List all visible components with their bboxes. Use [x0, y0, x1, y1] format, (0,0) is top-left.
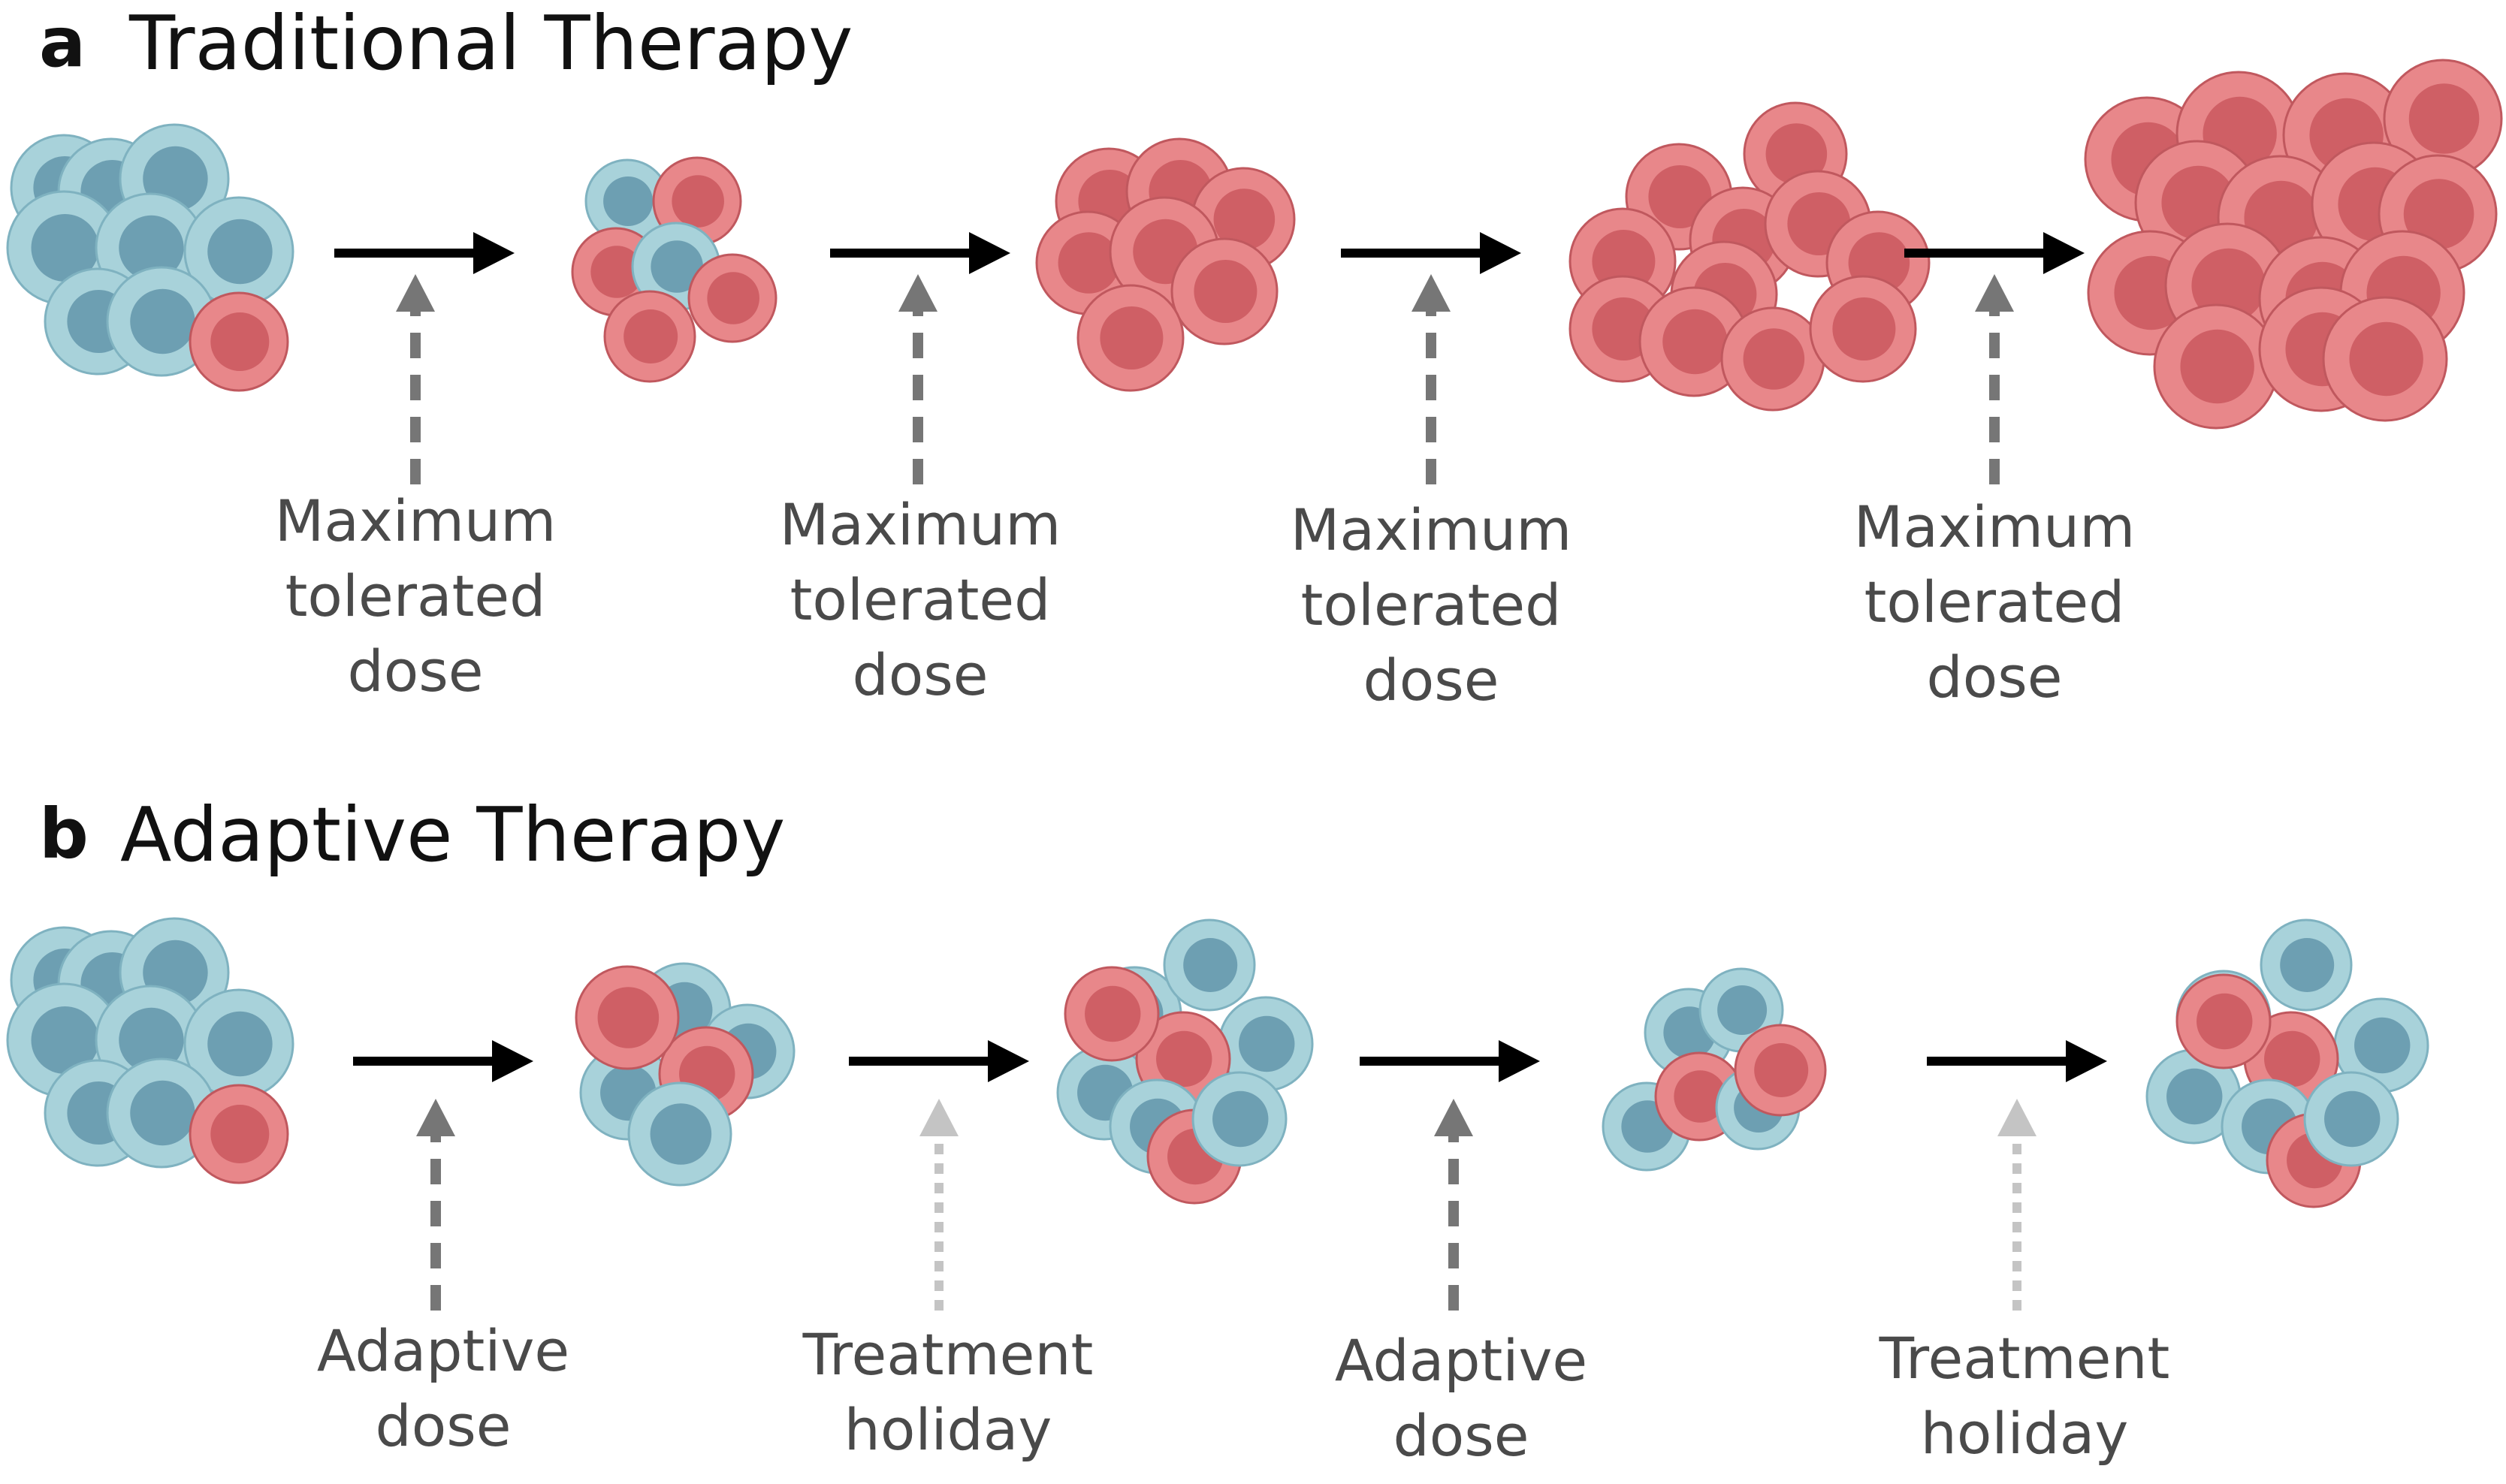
resistant-cell — [2383, 59, 2503, 179]
treatment-label: Treatment holiday — [802, 1321, 1094, 1463]
panel-a-stage-1 — [6, 123, 294, 392]
resistant-cell — [687, 253, 777, 343]
panel-b-stage-1 — [6, 917, 294, 1184]
treatment-label: Maximum tolerated dose — [1854, 493, 2135, 710]
sensitive-cell — [627, 1081, 732, 1187]
sensitive-cell — [183, 988, 294, 1099]
sensitive-cell — [1163, 918, 1256, 1012]
sensitive-cell — [2260, 918, 2353, 1012]
progression-arrow — [334, 232, 515, 274]
treatment-label-line: Maximum — [275, 487, 556, 554]
treatment-label: Maximum tolerated dose — [275, 487, 556, 704]
panel-a-stage-5 — [2084, 59, 2503, 430]
treatment-label-line: Adaptive — [1335, 1327, 1587, 1394]
dose-arrow — [416, 1099, 455, 1311]
resistant-cell — [1734, 1024, 1827, 1117]
treatment-labels: Maximum tolerated dose Maximum tolerated dose… — [275, 487, 2170, 1469]
panel-a-tumor-stages — [6, 59, 2503, 430]
progression-arrow — [1927, 1040, 2107, 1082]
treatment-label-line: tolerated — [285, 563, 546, 629]
panel-b-stage-2 — [575, 962, 796, 1187]
dose-arrow — [898, 274, 937, 484]
treatment-label-line: Maximum — [780, 491, 1061, 558]
progression-arrow — [353, 1040, 533, 1082]
treatment-label-line: Treatment — [1879, 1325, 2170, 1392]
progression-arrow — [830, 232, 1010, 274]
dose-arrow — [1434, 1099, 1473, 1311]
sensitive-cell — [183, 196, 294, 307]
treatment-label-line: Treatment — [802, 1321, 1094, 1388]
progression-arrow — [1341, 232, 1521, 274]
treatment-label-line: dose — [852, 641, 988, 708]
resistant-cell — [603, 290, 696, 383]
panel-b-stage-3 — [1056, 918, 1314, 1205]
panel-a-title: Traditional Therapy — [128, 0, 853, 87]
sensitive-cell — [2303, 1071, 2399, 1167]
resistant-cell — [1809, 275, 1917, 383]
treatment-label-line: Maximum — [1854, 493, 2135, 560]
treatment-label: Maximum tolerated dose — [1291, 496, 1572, 713]
resistant-cell — [1720, 306, 1825, 412]
treatment-label-line: holiday — [844, 1396, 1052, 1463]
panel-b-letter: b — [39, 794, 89, 874]
treatment-label: Maximum tolerated dose — [780, 491, 1061, 708]
sensitive-cell — [106, 1057, 217, 1169]
treatment-label-line: tolerated — [1301, 572, 1562, 638]
sensitive-cell — [584, 158, 670, 244]
sensitive-cell — [1218, 996, 1314, 1092]
resistant-cell — [189, 1084, 289, 1184]
panel-a-stage-2 — [571, 156, 777, 383]
holiday-arrow — [919, 1099, 959, 1311]
progression-arrow — [1360, 1040, 1540, 1082]
treatment-label-line: Maximum — [1291, 496, 1572, 563]
panel-a-stage-3 — [1035, 137, 1296, 392]
resistant-cell — [2153, 303, 2279, 430]
treatment-label-line: holiday — [1921, 1400, 2129, 1467]
treatment-label: Treatment holiday — [1879, 1325, 2170, 1467]
resistant-cell — [1170, 237, 1279, 345]
dose-arrow — [396, 274, 435, 484]
resistant-cell — [2175, 973, 2272, 1069]
treatment-arrows — [396, 274, 2037, 1311]
dose-arrow — [1975, 274, 2014, 484]
resistant-cell — [1076, 284, 1185, 392]
sensitive-cell — [1191, 1071, 1288, 1167]
treatment-label-line: dose — [1363, 647, 1499, 713]
progression-arrow — [1904, 232, 2085, 274]
resistant-cell — [189, 291, 289, 392]
treatment-label: Adaptive dose — [1335, 1327, 1587, 1469]
panel-b-stage-4 — [1602, 967, 1827, 1172]
progression-arrows — [334, 232, 2107, 1082]
progression-arrow — [849, 1040, 1029, 1082]
holiday-arrow — [1997, 1099, 2037, 1311]
treatment-label-line: tolerated — [790, 566, 1051, 633]
resistant-cell — [2322, 296, 2448, 422]
resistant-cell — [575, 965, 680, 1070]
resistant-cell — [1064, 966, 1160, 1062]
treatment-label-line: Adaptive — [317, 1317, 569, 1384]
treatment-label-line: tolerated — [1864, 569, 2125, 635]
treatment-label: Adaptive dose — [317, 1317, 569, 1459]
panel-b-title: Adaptive Therapy — [120, 791, 785, 879]
panel-a-letter: a — [39, 2, 86, 83]
panel-b-stage-5 — [2145, 918, 2429, 1208]
treatment-label-line: dose — [375, 1392, 511, 1459]
panel-b-tumor-stages — [6, 917, 2429, 1208]
panel-a-stage-4 — [1569, 101, 1931, 412]
sensitive-cell — [106, 266, 217, 377]
treatment-label-line: dose — [347, 638, 483, 704]
treatment-label-line: dose — [1926, 644, 2062, 710]
treatment-label-line: dose — [1393, 1402, 1529, 1469]
dose-arrow — [1412, 274, 1451, 484]
